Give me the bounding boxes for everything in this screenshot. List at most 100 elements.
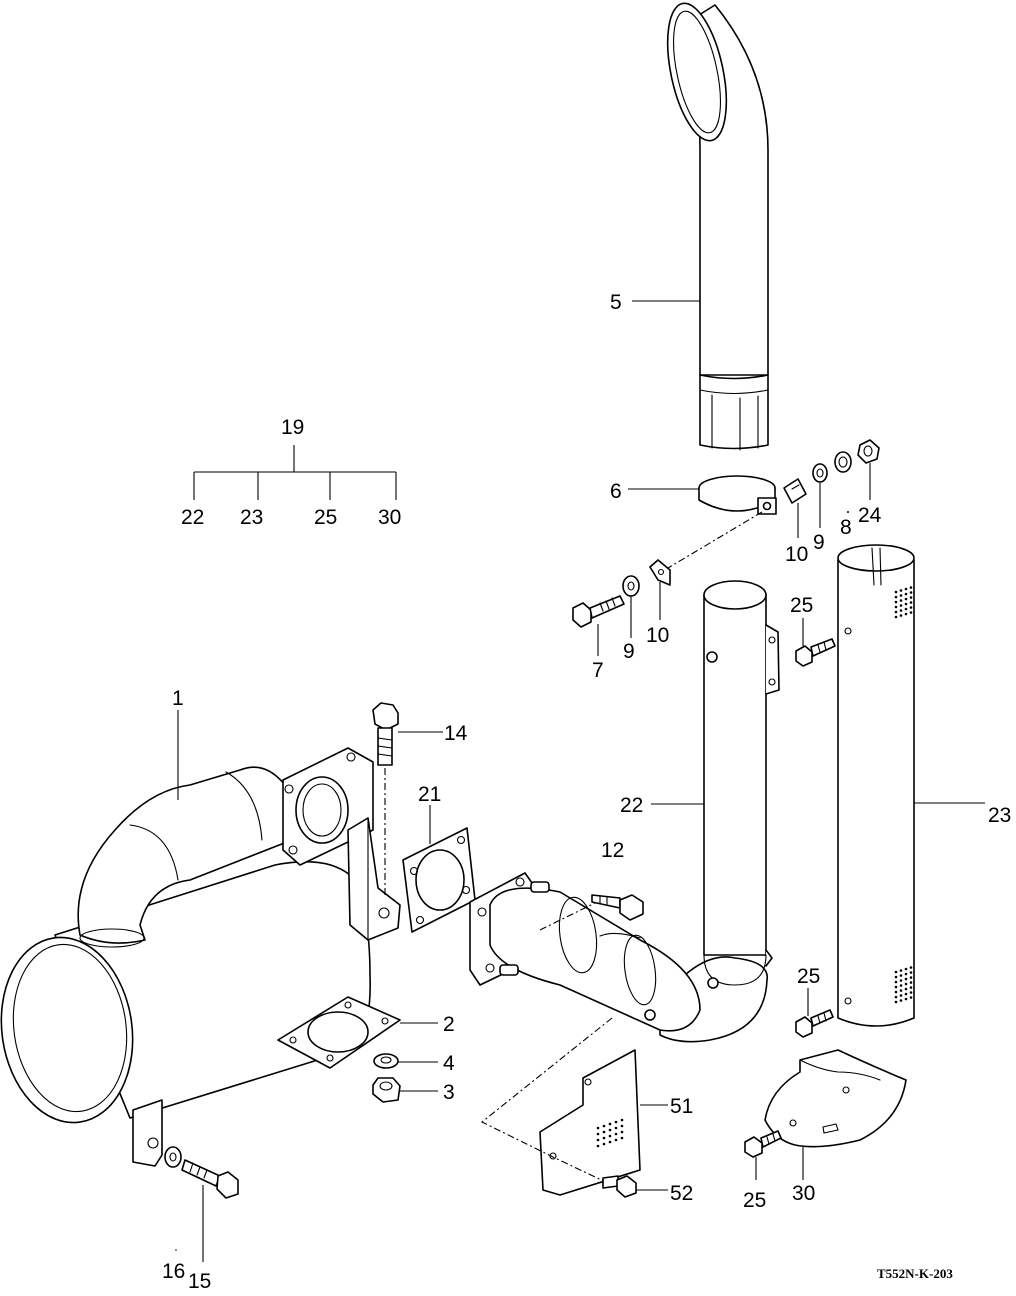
perforation-dot [894,990,898,994]
perforation-dot [909,986,913,989]
perforation-dot [909,976,913,979]
part-7-bolt [572,595,625,656]
perforation-dot [909,586,913,589]
perforation-dot [904,607,908,611]
part-15-bolt [181,1159,239,1262]
perforation-dot [620,1130,624,1134]
perforation-dot [909,981,913,984]
perforation-dot [899,979,903,982]
perforation-dot [894,975,898,979]
perforation-dot [909,966,913,969]
perforation-dot [608,1134,612,1138]
perforation-dot [904,597,908,601]
callout-9: 9 [623,640,635,663]
perforation-dot [899,974,903,977]
perforation-dot [602,1136,606,1140]
speck-mark [175,1249,177,1251]
perforation-dot [899,994,903,997]
perforation-dot [894,980,898,984]
callout-25: 25 [790,594,813,617]
perforation-dot [904,967,908,971]
perforation-dot [614,1132,618,1136]
part-10-nut-clip [649,559,671,620]
perforation-dot [904,612,908,616]
part-25-bolt-bottom [744,1130,782,1180]
part-9-washer [622,575,640,638]
callout-22: 22 [181,506,204,529]
perforation-dot [894,590,898,594]
callout-19: 19 [281,416,304,439]
perforation-dot [909,996,913,999]
perforation-dot [894,995,898,999]
perforation-dot [894,600,898,604]
part-22-pipe-elbow [651,580,780,1043]
part-12-bolt [591,894,644,921]
perforation-dot [904,587,908,591]
perforation-dot [608,1140,612,1144]
perforation-dot [899,604,903,607]
callout-30: 30 [792,1182,815,1205]
callout-8: 8 [840,516,852,539]
callout-2: 2 [443,1013,455,1036]
group-19-bracket [193,445,397,500]
perforation-dot [602,1142,606,1146]
perforation-dot [894,985,898,989]
callout-51: 51 [670,1095,693,1118]
perforation-dot [894,610,898,614]
perforation-dot [899,969,903,972]
callout-24: 24 [858,504,882,527]
perforation-dot [894,615,898,619]
perforation-dot [614,1120,618,1124]
perforation-dot [894,595,898,599]
callout-23: 23 [240,506,263,529]
perforation-dot [596,1126,600,1130]
perforation-dot [602,1124,606,1128]
callout-22: 22 [620,794,643,817]
perforation-dot [909,606,913,609]
perforation-dot [904,972,908,976]
perforation-dot [899,989,903,992]
perforation-dot [909,611,913,614]
callout-23: 23 [988,804,1011,827]
callout-25: 25 [797,965,820,988]
callout-12: 12 [601,839,624,862]
perforation-dot [620,1136,624,1140]
part-2-gasket [277,996,438,1069]
callout-52: 52 [670,1182,693,1205]
perforation-dot [608,1128,612,1132]
part-51-perforations [596,1118,624,1148]
perforation-dot [596,1132,600,1136]
callout-15: 15 [188,1270,211,1293]
perforation-dot [909,991,913,994]
perforation-dot [904,987,908,991]
callout-6: 6 [610,480,622,503]
perforation-dot [894,605,898,609]
part-4-washer [373,1053,438,1069]
perforation-dot [904,977,908,981]
callout-7: 7 [592,659,604,682]
perforation-dot [596,1138,600,1142]
part-25-bolt-lower [795,988,834,1038]
callout-14: 14 [444,722,468,745]
figure-code: T552N-K-203 [877,1266,953,1281]
part-12-mid-pipe [469,872,701,1032]
callout-10: 10 [646,624,669,647]
perforation-dot [602,1130,606,1134]
callout-5: 5 [610,291,622,314]
perforation-dot [894,1000,898,1004]
part-23-heat-shield [837,544,985,1027]
part-3-nut [372,1077,438,1103]
callout-4: 4 [443,1052,455,1075]
perforation-dot [909,596,913,599]
part-21-gasket [402,805,476,933]
clamp-hardware [783,439,880,538]
perforation-dot [904,982,908,986]
callout-3: 3 [443,1081,455,1104]
part-25-bolt-upper [795,618,836,667]
part-1-muffler [0,710,401,1167]
callout-25: 25 [743,1189,766,1212]
perforation-dot [608,1122,612,1126]
perforation-dot [614,1138,618,1142]
perforation-dot [899,599,903,602]
